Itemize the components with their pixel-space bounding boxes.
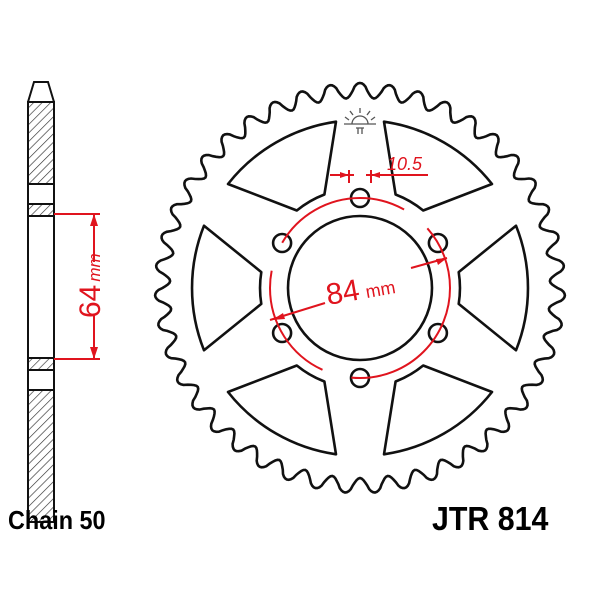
bolt-hole — [427, 322, 449, 344]
part-number-label: JTR 814 — [432, 500, 549, 537]
sprocket-outline — [153, 81, 567, 494]
pcd-dimension — [269, 197, 451, 379]
bolt-hole-dimension — [330, 170, 428, 183]
sprocket-teeth — [153, 81, 567, 494]
sun-logo-icon — [344, 108, 376, 134]
hub-dimension-label: 64mm — [74, 253, 107, 318]
bolt-hole-label: 10.5 — [387, 154, 423, 174]
chain-size-label: Chain 50 — [8, 505, 106, 535]
bolt-hole — [427, 232, 449, 254]
lightening-cutout — [382, 120, 494, 212]
center-bore — [286, 214, 434, 362]
bolt-hole — [271, 232, 293, 254]
lightening-cutout — [382, 364, 494, 456]
bolt-hole — [271, 322, 293, 344]
lightening-cutout — [226, 120, 338, 212]
lightening-cutout — [457, 224, 530, 352]
lightening-cutout — [226, 364, 338, 456]
hub-dimension — [54, 213, 100, 360]
side-profile — [27, 81, 55, 523]
lightening-cutout — [190, 224, 263, 352]
